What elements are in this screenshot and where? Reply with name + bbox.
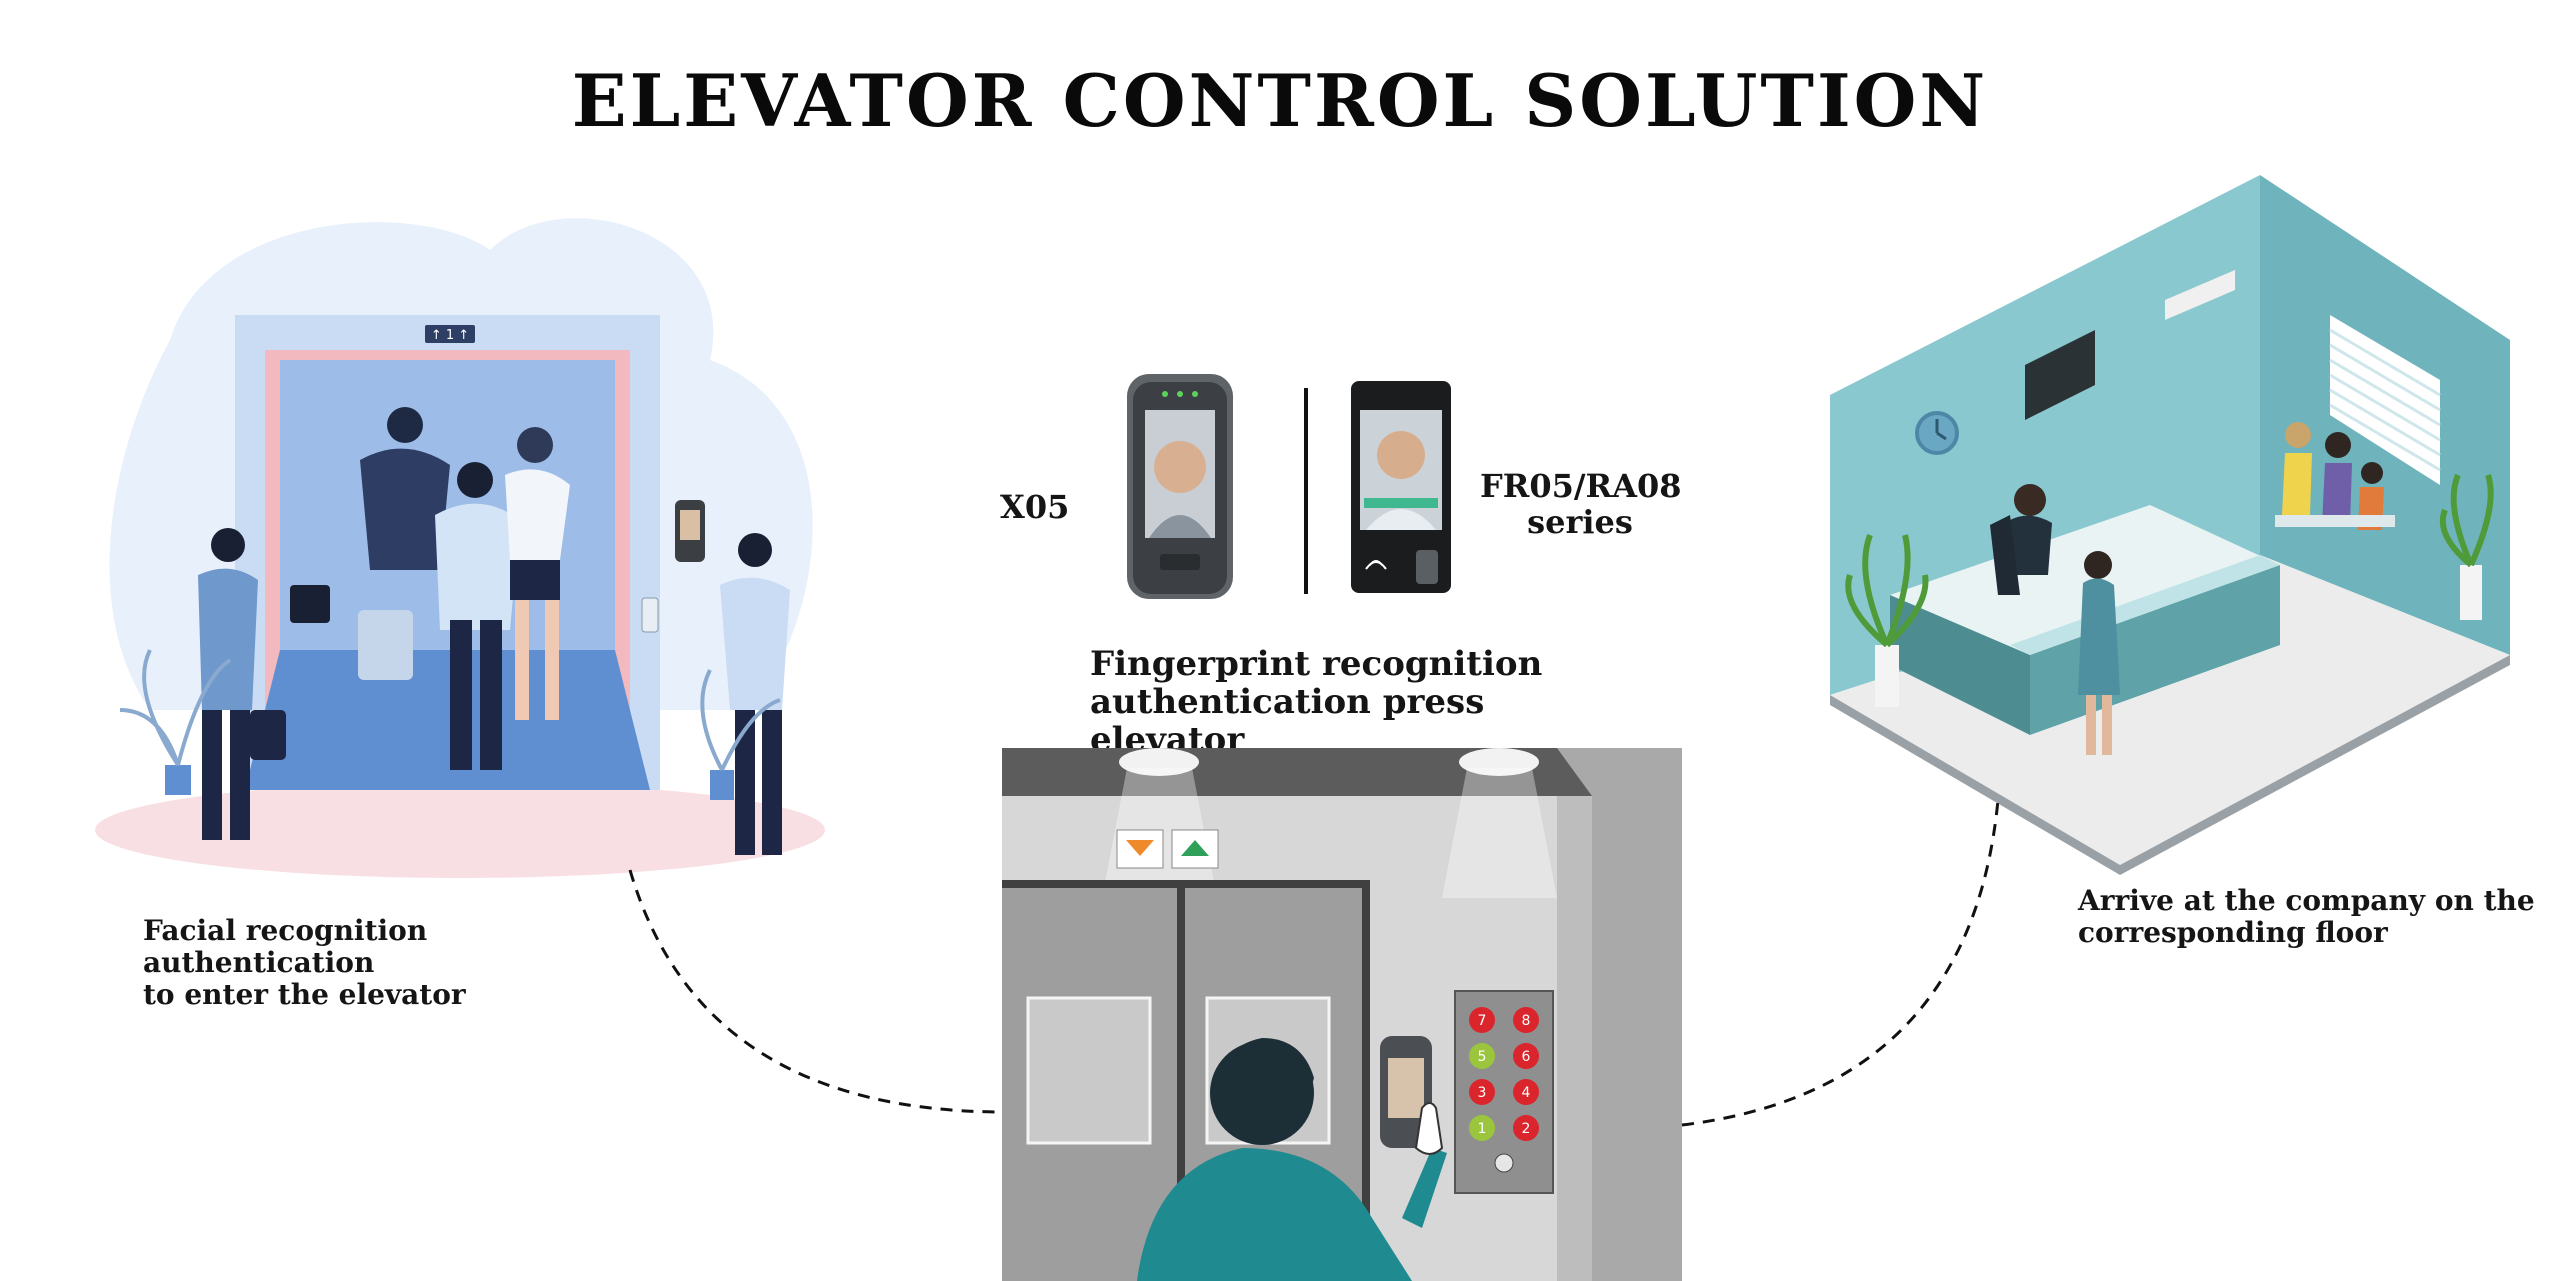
keypad-button-1 bbox=[1469, 1115, 1495, 1141]
keypad-button-6 bbox=[1513, 1043, 1539, 1069]
device-label-x05: X05 bbox=[1000, 488, 1070, 526]
center-elevator-scene: 7 8 5 6 3 4 1 2 bbox=[1002, 748, 1682, 1281]
device-label-fr05-line1: FR05/RA08 bbox=[1480, 467, 1682, 505]
device-x05 bbox=[1127, 374, 1233, 599]
caption-arrive: Arrive at the company on the correspondi… bbox=[2078, 885, 2548, 949]
keypad-label-6: 6 bbox=[1522, 1049, 1531, 1065]
arrow-up-icon bbox=[1171, 829, 1219, 869]
right-reception-scene bbox=[1830, 175, 2510, 875]
keypad-button-3 bbox=[1469, 1079, 1495, 1105]
plant-right-room bbox=[2439, 473, 2494, 620]
caption-facial-line1: Facial recognition authentication bbox=[143, 914, 428, 979]
keypad-label-8: 8 bbox=[1522, 1013, 1531, 1029]
floor-shadow bbox=[95, 782, 825, 878]
keypad-button-7 bbox=[1469, 1007, 1495, 1033]
device-label-fr05: FR05/RA08 series bbox=[1480, 467, 1682, 541]
keypad-buttons: 7 8 5 6 3 4 1 2 bbox=[1469, 1007, 1539, 1141]
caption-arrive-line1: Arrive at the company on the bbox=[2078, 884, 2535, 917]
device-label-fr05-line2: series bbox=[1527, 503, 1633, 541]
keypad-button-2 bbox=[1513, 1115, 1539, 1141]
call-button-panel bbox=[641, 597, 659, 633]
keypad-button-4 bbox=[1513, 1079, 1539, 1105]
keypad-label-7: 7 bbox=[1478, 1013, 1487, 1029]
waiting-people bbox=[2275, 422, 2395, 530]
visitor bbox=[2078, 551, 2120, 755]
keypad-label-1: 1 bbox=[1478, 1121, 1487, 1137]
keypad-label-2: 2 bbox=[1522, 1121, 1531, 1137]
caption-arrive-line2: corresponding floor bbox=[2078, 916, 2388, 949]
page-title: ELEVATOR CONTROL SOLUTION bbox=[571, 58, 1989, 143]
connector-left bbox=[628, 869, 1001, 1114]
keypad-label-3: 3 bbox=[1478, 1085, 1487, 1101]
receptionist bbox=[1990, 484, 2052, 595]
connector-right bbox=[1681, 799, 2000, 1127]
room-floor bbox=[1830, 555, 2510, 865]
caption-facial: Facial recognition authentication to ent… bbox=[143, 915, 663, 1011]
window-blinds bbox=[2329, 315, 2441, 485]
keypad-button-5 bbox=[1469, 1043, 1495, 1069]
keypad-label-5: 5 bbox=[1478, 1049, 1487, 1065]
caption-fingerprint-line1: Fingerprint recognition bbox=[1090, 644, 1543, 684]
person-pressing-button bbox=[1137, 1038, 1447, 1281]
elevator-floor-display bbox=[425, 325, 475, 343]
plant-left-room bbox=[1845, 533, 1929, 707]
caption-facial-line2: to enter the elevator bbox=[143, 978, 466, 1011]
ceiling-light-right bbox=[1459, 748, 1539, 776]
plant-right bbox=[700, 669, 781, 800]
person-outside-right bbox=[720, 533, 790, 855]
people-inside-elevator bbox=[290, 407, 570, 770]
floor-display-text: ↑ 1 ↑ bbox=[431, 328, 469, 343]
plant-left bbox=[119, 649, 232, 795]
ceiling-light-left bbox=[1119, 748, 1199, 776]
keypad-button-8 bbox=[1513, 1007, 1539, 1033]
device-fr05 bbox=[1351, 381, 1451, 593]
left-elevator-scene: ↑ 1 ↑ bbox=[95, 218, 825, 878]
fingerprint-icon bbox=[1416, 550, 1438, 584]
wall-tv bbox=[2025, 330, 2095, 420]
air-conditioner bbox=[2165, 270, 2235, 320]
keypad-label-4: 4 bbox=[1522, 1085, 1531, 1101]
device-divider bbox=[1304, 388, 1308, 594]
